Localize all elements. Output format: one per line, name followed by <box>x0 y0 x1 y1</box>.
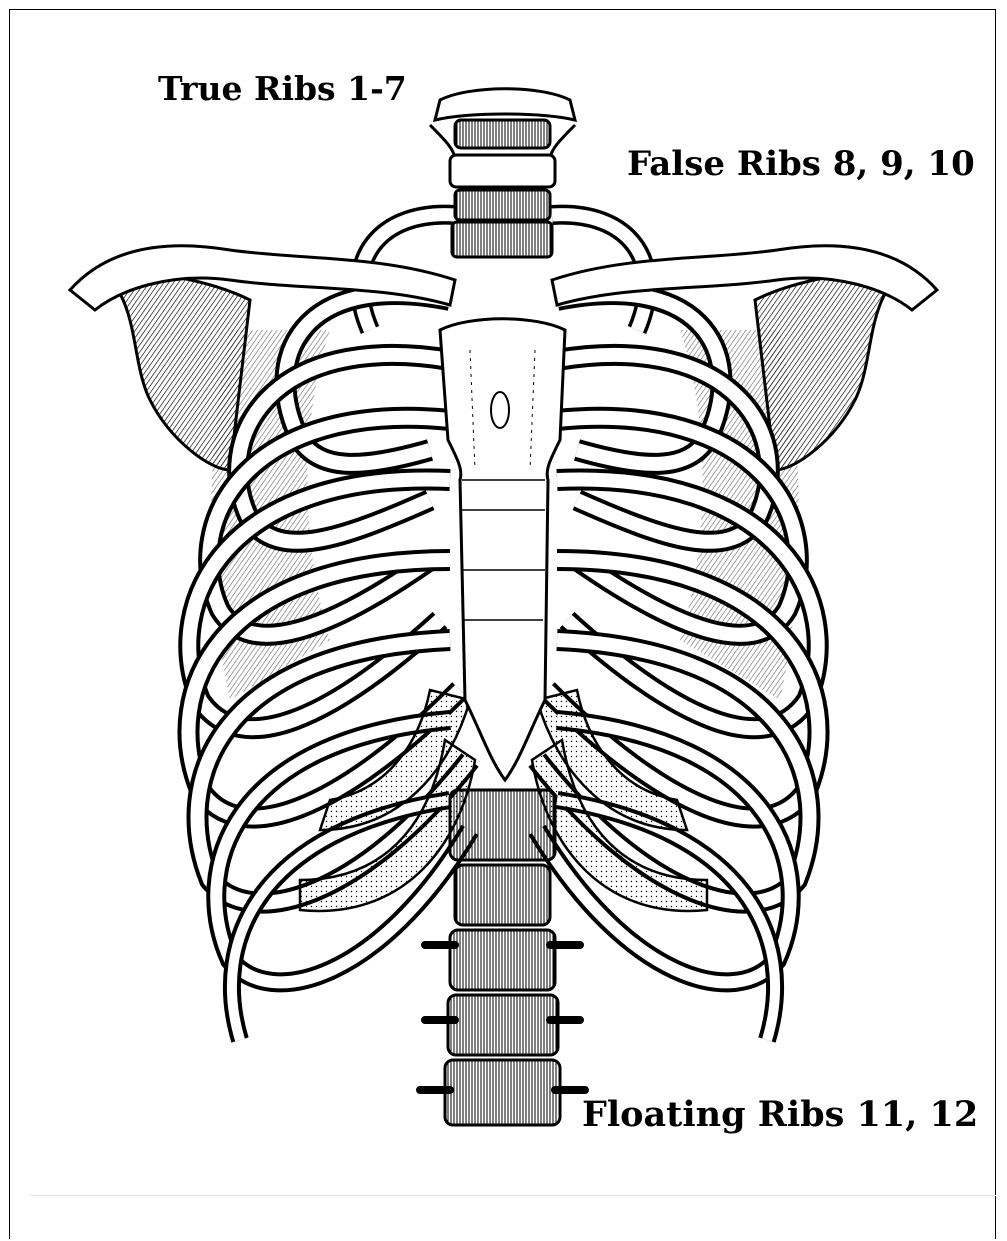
floating-ribs-label: Floating Ribs 11, 12 <box>582 1097 978 1132</box>
cervical-vertebrae <box>430 89 575 257</box>
right-scapula <box>755 270 905 470</box>
left-scapula <box>100 270 250 470</box>
false-ribs-label: False Ribs 8, 9, 10 <box>627 147 975 181</box>
true-ribs-label: True Ribs 1-7 <box>158 72 407 105</box>
